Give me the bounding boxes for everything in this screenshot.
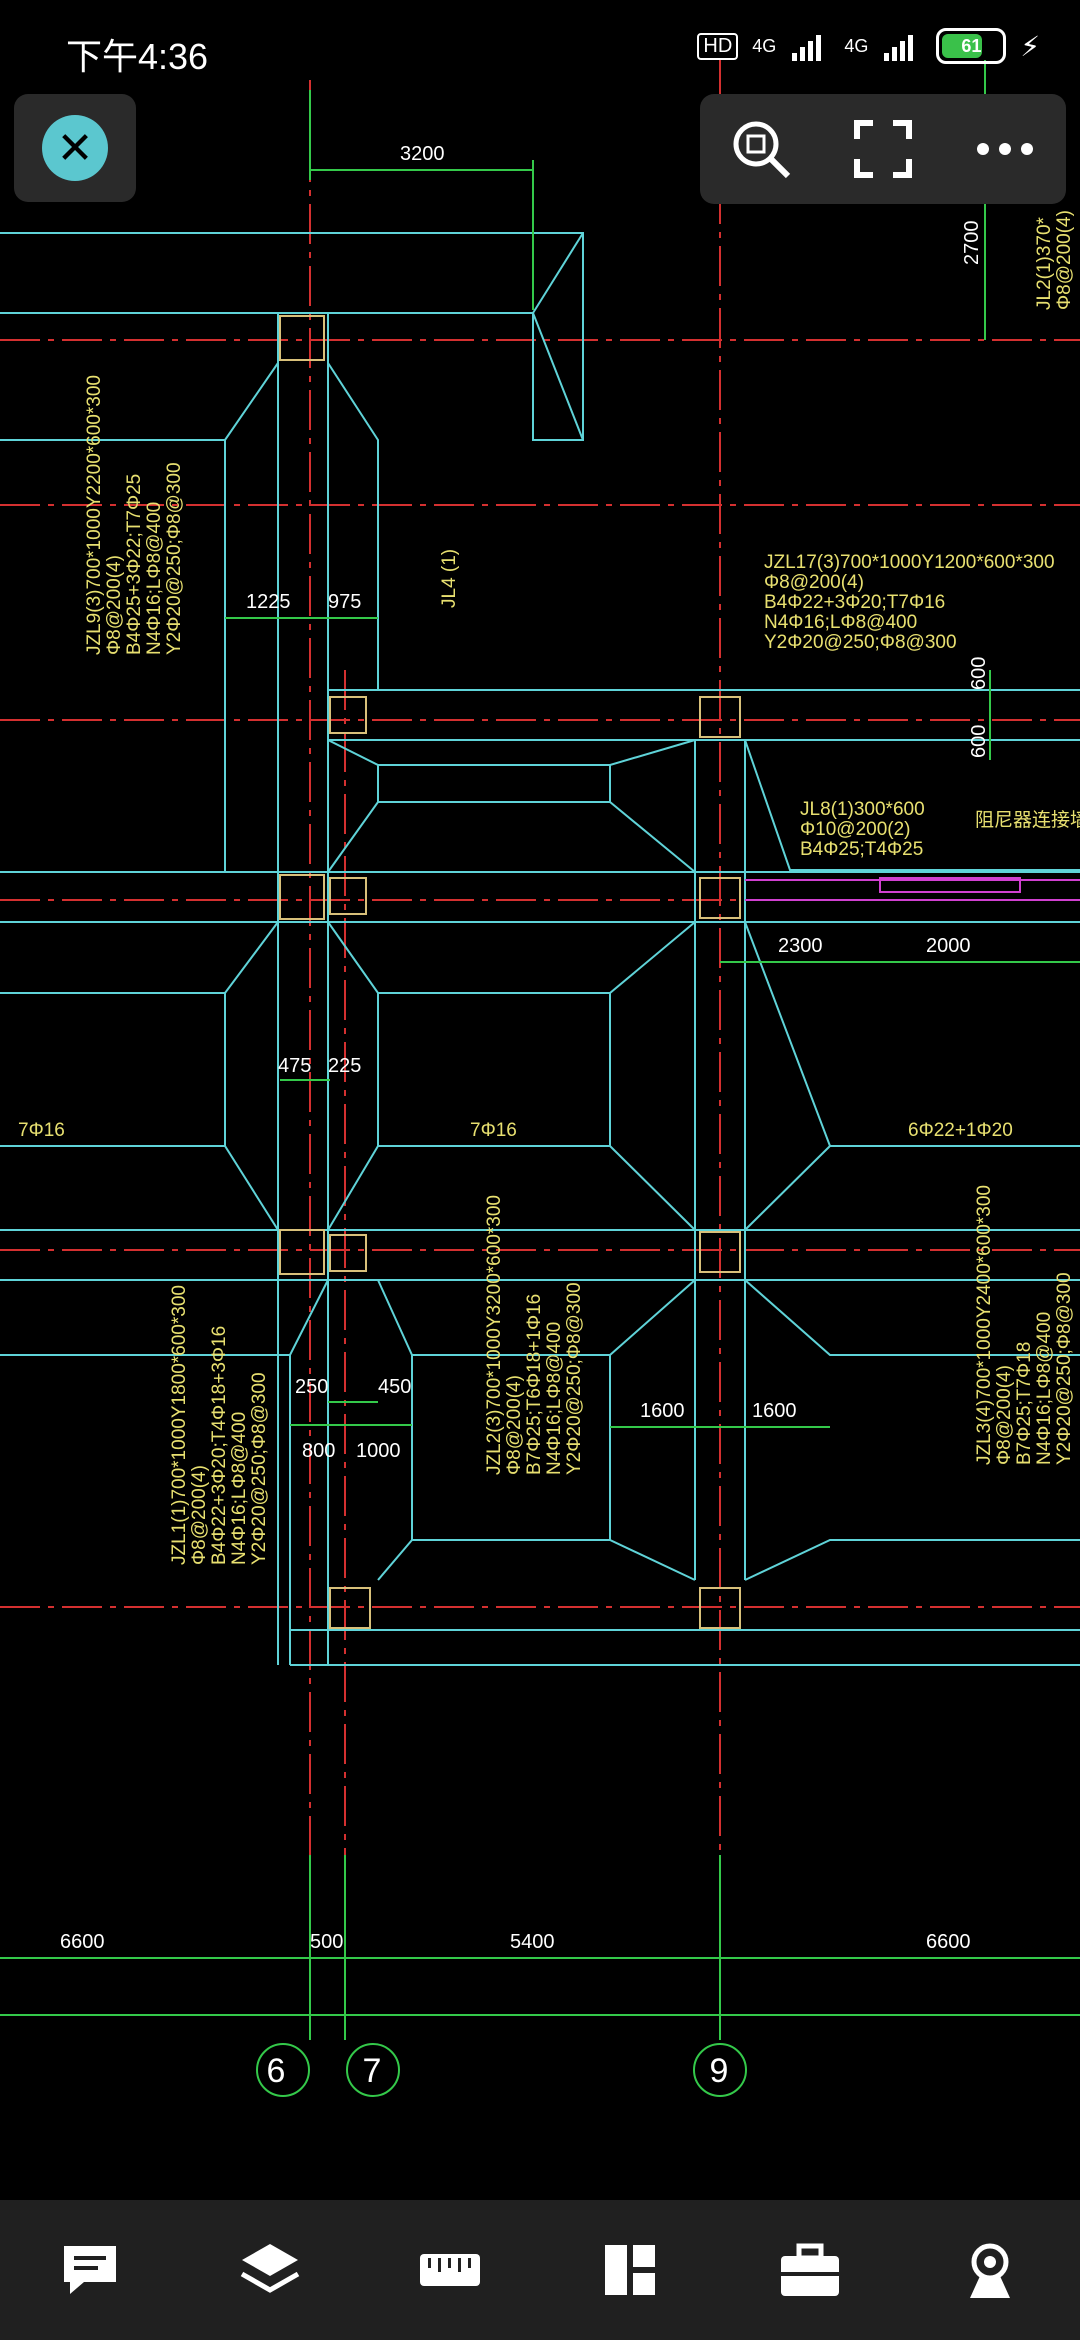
view-3d-icon xyxy=(970,2243,1010,2298)
jzl17-label-2: Φ8@200(4) xyxy=(764,572,864,593)
hd-badge: HD xyxy=(697,32,739,60)
layout-icon xyxy=(605,2245,655,2295)
jzl3-label-2: Φ8@200(4) xyxy=(994,1365,1015,1465)
jzl2-label-2: Φ8@200(4) xyxy=(504,1375,525,1475)
axis-label-6: 6 xyxy=(267,2052,286,2090)
close-button[interactable]: ✕ xyxy=(14,94,136,202)
bar-label-left: 7Φ16 xyxy=(18,1120,65,1141)
jzl2-label-1: JZL2(3)700*1000Y3200*600*300 xyxy=(484,1195,505,1475)
jzl9-label-2: Φ8@200(4) xyxy=(104,555,125,655)
jl4-label: JL4 (1) xyxy=(439,549,460,608)
more-button[interactable] xyxy=(965,109,1045,189)
bottom-toolbar xyxy=(0,2200,1080,2340)
fullscreen-icon xyxy=(854,120,912,178)
jzl1-label-5: Y2Φ20@250;Φ8@300 xyxy=(249,1372,270,1565)
jzl1-label-2: Φ8@200(4) xyxy=(189,1465,210,1565)
dim-800: 800 xyxy=(302,1440,335,1462)
dim-1600a: 1600 xyxy=(640,1400,685,1422)
dim-250: 250 xyxy=(295,1376,328,1398)
comment-button[interactable] xyxy=(30,2210,150,2330)
jzl17-label-3: B4Φ22+3Φ20;T7Φ16 xyxy=(764,592,945,613)
measure-button[interactable] xyxy=(390,2210,510,2330)
bar-label-mid: 7Φ16 xyxy=(470,1120,517,1141)
status-bar: 下午4:36 HD 4G 4G 61 ⚡ xyxy=(0,0,1080,96)
jzl1-label-4: N4Φ16;LΦ8@400 xyxy=(229,1412,250,1565)
jzl3-label-4: N4Φ16;LΦ8@400 xyxy=(1034,1312,1055,1465)
cad-drawing-canvas[interactable]: 6 7 9 3200 2700 1225 975 600 600 2300 20… xyxy=(0,0,1080,2200)
zoom-extents-icon xyxy=(733,121,791,179)
jzl9-label-4: N4Φ16;LΦ8@400 xyxy=(144,502,165,655)
battery-icon: 61 xyxy=(936,28,1007,64)
jzl1-label-1: JZL1(1)700*1000Y1800*600*300 xyxy=(169,1285,190,1565)
jzl2-label-4: N4Φ16;LΦ8@400 xyxy=(544,1322,565,1475)
jzl9-label-3: B4Φ25+3Φ22;T7Φ25 xyxy=(124,474,145,655)
layers-button[interactable] xyxy=(210,2210,330,2330)
damper-wall-note: 阻尼器连接墙 xyxy=(975,809,1080,831)
top-toolbar xyxy=(700,94,1066,204)
jl8-label-2: Φ10@200(2) xyxy=(800,819,911,840)
beam-outlines xyxy=(0,232,1080,1666)
dim-975: 975 xyxy=(328,591,361,613)
layers-icon xyxy=(240,2244,300,2293)
jzl9-label-1: JZL9(3)700*1000Y2200*600*300 xyxy=(84,375,105,655)
dim-225: 225 xyxy=(328,1055,361,1077)
axis-label-7: 7 xyxy=(363,2052,382,2090)
dim-450: 450 xyxy=(378,1376,411,1398)
dim-1225: 1225 xyxy=(246,591,291,613)
dim-6600b: 6600 xyxy=(926,1931,971,1953)
signal-icon-2 xyxy=(884,35,914,61)
close-icon: ✕ xyxy=(42,115,108,181)
jl8-label-1: JL8(1)300*600 xyxy=(800,799,925,820)
view-3d-button[interactable] xyxy=(930,2210,1050,2330)
dim-600b: 600 xyxy=(968,725,990,758)
status-time: 下午4:36 xyxy=(66,36,209,77)
damper-wall xyxy=(745,877,1080,901)
dim-1000: 1000 xyxy=(356,1440,401,1462)
dim-500: 500 xyxy=(310,1931,343,1953)
comment-icon xyxy=(64,2246,116,2294)
jl2-label-2: Φ8@200(4) xyxy=(1054,210,1075,310)
dim-600a: 600 xyxy=(968,657,990,690)
axis-bubbles xyxy=(256,2043,747,2097)
dimension-lines xyxy=(0,60,1080,2040)
network-4g-1: 4G xyxy=(752,36,777,56)
jzl2-label-3: B7Φ25;T6Φ18+1Φ16 xyxy=(524,1294,545,1475)
jzl17-label-4: N4Φ16;LΦ8@400 xyxy=(764,612,917,633)
dim-3200: 3200 xyxy=(400,143,445,165)
axis-label-9: 9 xyxy=(710,2052,729,2090)
jl2-label-1: JL2(1)370* xyxy=(1034,216,1055,310)
jzl3-label-3: B7Φ25;T7Φ18 xyxy=(1014,1342,1035,1465)
jl8-label-3: B4Φ25;T4Φ25 xyxy=(800,839,923,860)
ruler-icon xyxy=(420,2254,480,2286)
more-icon xyxy=(977,143,1033,155)
dim-2300: 2300 xyxy=(778,935,823,957)
status-icons: HD 4G 4G 61 ⚡ xyxy=(697,28,1040,64)
network-4g-2: 4G xyxy=(844,36,869,56)
bar-label-right: 6Φ22+1Φ20 xyxy=(908,1120,1013,1141)
toolbox-icon xyxy=(781,2243,839,2296)
jzl17-label-1: JZL17(3)700*1000Y1200*600*300 xyxy=(764,552,1055,573)
fullscreen-button[interactable] xyxy=(843,109,923,189)
jzl3-label-1: JZL3(4)700*1000Y2400*600*300 xyxy=(974,1185,995,1465)
zoom-extents-button[interactable] xyxy=(721,109,801,189)
battery-level: 61 xyxy=(961,35,982,56)
dim-5400: 5400 xyxy=(510,1931,555,1953)
signal-icon xyxy=(792,35,822,61)
dim-1600b: 1600 xyxy=(752,1400,797,1422)
jzl2-label-5: Y2Φ20@250;Φ8@300 xyxy=(564,1282,585,1475)
jzl17-label-5: Y2Φ20@250;Φ8@300 xyxy=(764,632,957,653)
jzl9-label-5: Y2Φ20@250;Φ8@300 xyxy=(164,462,185,655)
toolbox-button[interactable] xyxy=(750,2210,870,2330)
jzl3-label-5: Y2Φ20@250;Φ8@300 xyxy=(1054,1272,1075,1465)
dim-2000: 2000 xyxy=(926,935,971,957)
layout-button[interactable] xyxy=(570,2210,690,2330)
dim-6600a: 6600 xyxy=(60,1931,105,1953)
charging-icon: ⚡ xyxy=(1020,30,1040,62)
jzl1-label-3: B4Φ22+3Φ20;T4Φ18+3Φ16 xyxy=(209,1326,230,1565)
dim-2700: 2700 xyxy=(961,221,983,266)
column-squares xyxy=(279,315,741,1629)
dim-475: 475 xyxy=(278,1055,311,1077)
